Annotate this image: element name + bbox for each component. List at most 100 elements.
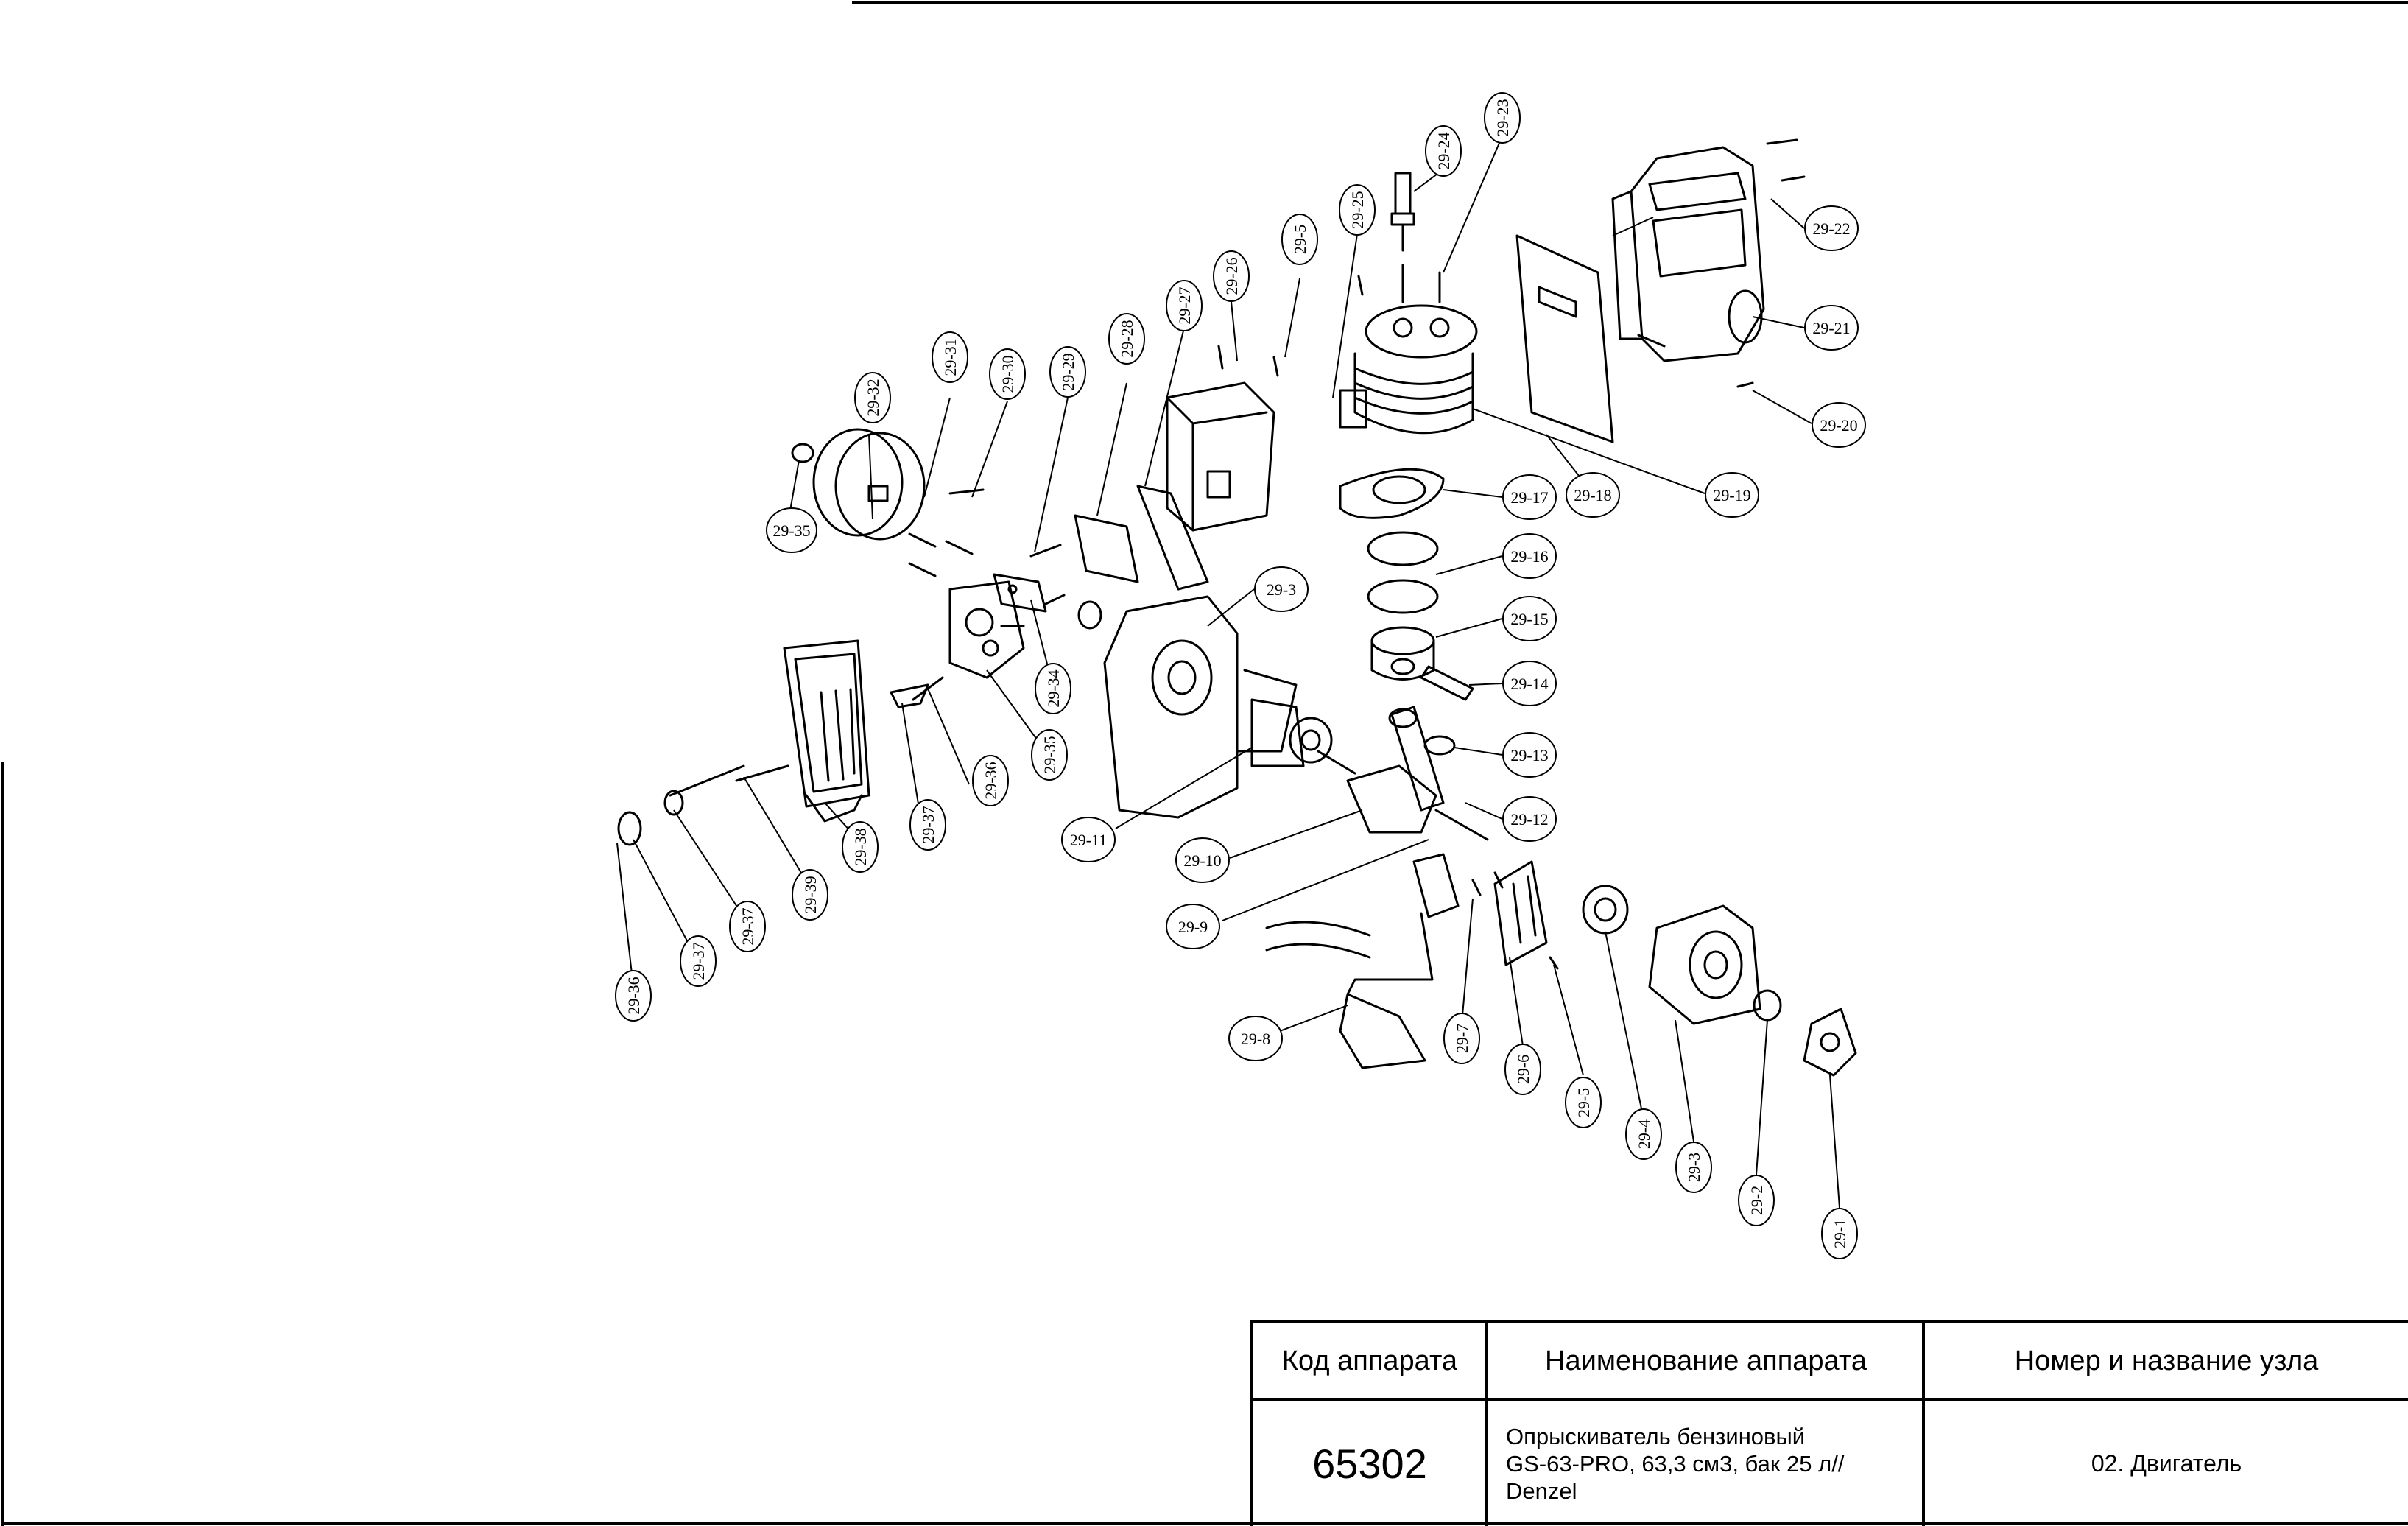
label-29-19: 29-19: [1713, 486, 1750, 504]
starter-flange-part: [1803, 1008, 1857, 1077]
label-29-14: 29-14: [1510, 675, 1548, 693]
label-29-8: 29-8: [1241, 1030, 1270, 1048]
callout-29-3: [1675, 1142, 1712, 1193]
callout-29-2: [1738, 1175, 1775, 1226]
label-29-7: 29-7: [1453, 1024, 1471, 1053]
callout-29-25: [1339, 184, 1376, 236]
label-29-34: 29-34: [1044, 669, 1063, 707]
callout-29-14: [1502, 661, 1557, 706]
callout-29-8: [1228, 1016, 1283, 1061]
ignition-coil-part: [1339, 853, 1460, 1069]
device-name-line2: GS-63-PRO, 63,3 см3, бак 25 л//: [1506, 1450, 1845, 1477]
label-29-31: 29-31: [941, 338, 960, 376]
title-block: Код аппарата Наименование аппарата Номер…: [1250, 1320, 2408, 1526]
air-filter-cover-part: [812, 428, 926, 541]
callout-29-34: [1035, 663, 1071, 714]
callout-29-11: [1061, 817, 1116, 862]
label-29-5-top: 29-5: [1291, 225, 1309, 254]
callout-29-37-mid: [909, 799, 946, 851]
callout-29-17: [1502, 474, 1557, 520]
callout-29-3-mid: [1254, 566, 1309, 612]
label-29-36-mid: 29-36: [982, 762, 1000, 799]
callout-29-31: [932, 331, 968, 383]
clamp-ring-small: [617, 811, 642, 846]
callout-29-39: [792, 869, 828, 921]
label-29-22: 29-22: [1812, 219, 1850, 238]
callout-29-37-left: [680, 935, 717, 987]
callout-29-22: [1804, 205, 1859, 251]
label-29-29: 29-29: [1059, 353, 1077, 390]
label-29-17: 29-17: [1510, 488, 1548, 507]
device-name-line1: Опрыскиватель бензиновый: [1506, 1423, 1806, 1449]
label-29-25: 29-25: [1348, 191, 1367, 228]
callout-29-20: [1812, 402, 1866, 448]
label-29-37-low: 29-37: [739, 907, 757, 945]
title-block-grid: [1250, 1320, 2408, 1526]
label-29-18: 29-18: [1574, 486, 1611, 504]
callout-29-32: [854, 372, 891, 423]
label-29-4: 29-4: [1635, 1119, 1653, 1149]
crankshaft-part: [1317, 706, 1489, 841]
callout-29-28: [1108, 313, 1145, 365]
label-29-30: 29-30: [999, 355, 1017, 393]
callout-29-24: [1425, 125, 1462, 177]
callout-29-36: [615, 970, 652, 1022]
callout-29-5-top: [1281, 214, 1318, 265]
label-29-23: 29-23: [1493, 99, 1512, 136]
bolts-part: [1217, 138, 1806, 388]
callout-29-5: [1565, 1077, 1602, 1128]
engine-exploded-view: [617, 138, 1857, 1077]
callout-29-27: [1166, 280, 1203, 331]
label-29-2: 29-2: [1747, 1186, 1766, 1215]
callouts: [615, 92, 1866, 1259]
callout-29-29: [1049, 346, 1086, 398]
device-code: 65302: [1312, 1440, 1427, 1487]
callout-29-19: [1705, 472, 1759, 518]
label-29-13: 29-13: [1510, 746, 1548, 764]
callout-29-7: [1443, 1013, 1480, 1064]
header-code: Код аппарата: [1281, 1345, 1458, 1376]
label-29-36: 29-36: [624, 977, 643, 1014]
label-29-32: 29-32: [864, 379, 882, 416]
clamp-ring-2: [663, 790, 684, 816]
cylinder-part: [1339, 304, 1478, 435]
callout-29-35-top: [766, 507, 817, 553]
callout-29-6: [1504, 1044, 1541, 1095]
piston-ring-lower: [1367, 579, 1439, 614]
piston-part: [1370, 626, 1435, 681]
piston-ring-upper: [1367, 531, 1439, 566]
callout-29-36-mid: [972, 755, 1009, 806]
label-29-39: 29-39: [801, 876, 820, 913]
label-29-3-mid: 29-3: [1267, 580, 1296, 599]
label-29-27: 29-27: [1175, 286, 1194, 324]
small-gasket-part: [1077, 600, 1102, 630]
needle-bearing-part: [1423, 735, 1456, 756]
callout-29-16: [1502, 533, 1557, 579]
carb-gasket-part: [993, 573, 1047, 613]
callout-29-15: [1502, 596, 1557, 641]
spark-plug-part: [1390, 172, 1415, 252]
intake-plate-part: [1136, 485, 1209, 591]
label-29-5: 29-5: [1574, 1088, 1593, 1117]
carburetor-part: [948, 580, 1025, 679]
label-29-21: 29-21: [1812, 319, 1850, 337]
leader-lines: [616, 136, 1840, 1209]
label-29-37-left: 29-37: [689, 942, 708, 980]
callout-29-21: [1804, 305, 1859, 351]
ignition-wire-part: [1265, 921, 1371, 959]
label-29-28: 29-28: [1118, 320, 1136, 357]
oil-seal-part: [1753, 989, 1782, 1022]
callout-29-18: [1566, 472, 1620, 518]
cylinder-gasket-part: [1339, 468, 1445, 519]
device-name: Опрыскиватель бензиновый GS-63-PRO, 63,3…: [1488, 1401, 1923, 1526]
nut-part: [791, 443, 814, 463]
callout-29-10: [1175, 837, 1230, 883]
bearing-right-part: [1582, 885, 1629, 935]
bearing-left-part: [1289, 717, 1333, 764]
label-29-37-mid: 29-37: [919, 806, 937, 843]
label-29-12: 29-12: [1510, 810, 1548, 829]
callout-29-23: [1484, 92, 1521, 144]
device-name-line3: Denzel: [1506, 1477, 1577, 1504]
label-29-1: 29-1: [1831, 1219, 1849, 1248]
